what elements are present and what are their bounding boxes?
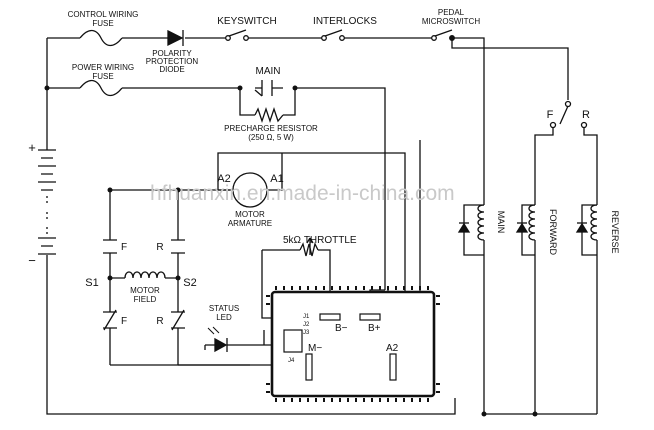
control-fuse-label-2: FUSE: [92, 19, 113, 28]
controller-m-minus: M−: [308, 343, 322, 354]
fr-switch-f-label: F: [547, 109, 554, 121]
precharge-resistor: [254, 106, 284, 124]
keyswitch-label: KEYSWITCH: [217, 16, 276, 27]
watermark: hfhuanxin.en.made-in-china.com: [150, 182, 455, 205]
status-led: [207, 326, 240, 353]
s2-label: S2: [183, 277, 196, 289]
polarity-label-1: POLARITY: [152, 49, 192, 58]
armature-a1-label: A1: [270, 173, 283, 185]
rev-coil-wire: [581, 125, 598, 414]
reverse-top-label: R: [156, 242, 163, 253]
power-fuse-label-2: FUSE: [92, 72, 113, 81]
pedal-label-2: MICROSWITCH: [422, 17, 480, 26]
controller-wire: [178, 140, 421, 366]
main-coil: [457, 204, 485, 241]
motor-armature-label-1: MOTOR: [235, 210, 265, 219]
power-fuse-label-1: POWER WIRING: [72, 63, 134, 72]
control-fuse-label-1: CONTROL WIRING: [68, 10, 139, 19]
forward-top-label: F: [121, 242, 127, 253]
interlocks-label: INTERLOCKS: [313, 16, 377, 27]
motor-field-coil: [124, 271, 166, 279]
precharge-branch-wire: [239, 88, 296, 116]
polarity-protection-diode: [167, 29, 184, 47]
power-wiring-fuse: [79, 79, 123, 97]
motor-field-label-1: MOTOR: [130, 286, 160, 295]
motor-armature: [232, 172, 268, 208]
throttle-wire: [261, 238, 331, 327]
reverse-bottom-label: R: [156, 316, 163, 327]
power-rail-wire: [47, 87, 386, 290]
s1-label: S1: [85, 277, 98, 289]
fr-feed-wire: [451, 38, 569, 100]
reverse-contact-bottom: [171, 309, 185, 331]
polarity-label-2: PROTECTION: [146, 57, 199, 66]
motor-controller: [266, 286, 440, 402]
controller-a2: A2: [386, 343, 399, 354]
reverse-contact-top: [171, 239, 185, 254]
reverse-coil-label: REVERSE: [610, 210, 620, 253]
j4-label: J4: [288, 358, 295, 364]
j2-label: J2: [303, 322, 310, 328]
motor-field-label-2: FIELD: [134, 295, 157, 304]
fwd-coil-wire: [521, 125, 554, 414]
j1-label: J1: [303, 314, 310, 320]
reverse-coil: [575, 204, 598, 241]
forward-reverse-switch: [549, 100, 588, 129]
controller-b-minus: B−: [335, 323, 348, 334]
battery: [38, 149, 56, 255]
j3-label: J3: [303, 330, 310, 336]
battery-plus: +: [28, 140, 36, 155]
junction-dots: [44, 35, 538, 417]
forward-contact-bottom: [103, 309, 117, 331]
battery-rail-wire: [46, 38, 456, 415]
forward-coil-label: FORWARD: [548, 209, 558, 255]
interlocks-switch: [321, 29, 345, 41]
status-led-label-1: STATUS: [209, 304, 239, 313]
controller-b-plus: B+: [368, 323, 381, 334]
led-wire: [204, 330, 285, 350]
battery-minus: −: [28, 253, 36, 268]
control-rail-wire: [47, 37, 485, 414]
throttle-potentiometer: [299, 237, 319, 257]
fr-switch-r-label: R: [582, 109, 590, 121]
polarity-label-3: DIODE: [159, 65, 184, 74]
main-coil-label: MAIN: [496, 211, 506, 234]
control-wiring-fuse: [79, 29, 123, 47]
motor-armature-label-2: ARMATURE: [228, 219, 272, 228]
forward-bottom-label: F: [121, 316, 127, 327]
armature-a2-label: A2: [217, 173, 230, 185]
pedal-label-1: PEDAL: [438, 8, 465, 17]
main-contactor: [254, 80, 283, 97]
main-contactor-label: MAIN: [256, 66, 281, 77]
precharge-label-1: PRECHARGE RESISTOR: [224, 124, 318, 133]
status-led-label-2: LED: [216, 313, 232, 322]
main-coil-diode-wire: [463, 204, 484, 256]
keyswitch: [225, 29, 249, 41]
precharge-label-2: (250 Ω, 5 W): [248, 133, 294, 142]
forward-coil: [515, 204, 536, 241]
forward-contact-top: [103, 239, 117, 254]
throttle-label: 5kΩ THROTTLE: [283, 235, 357, 246]
